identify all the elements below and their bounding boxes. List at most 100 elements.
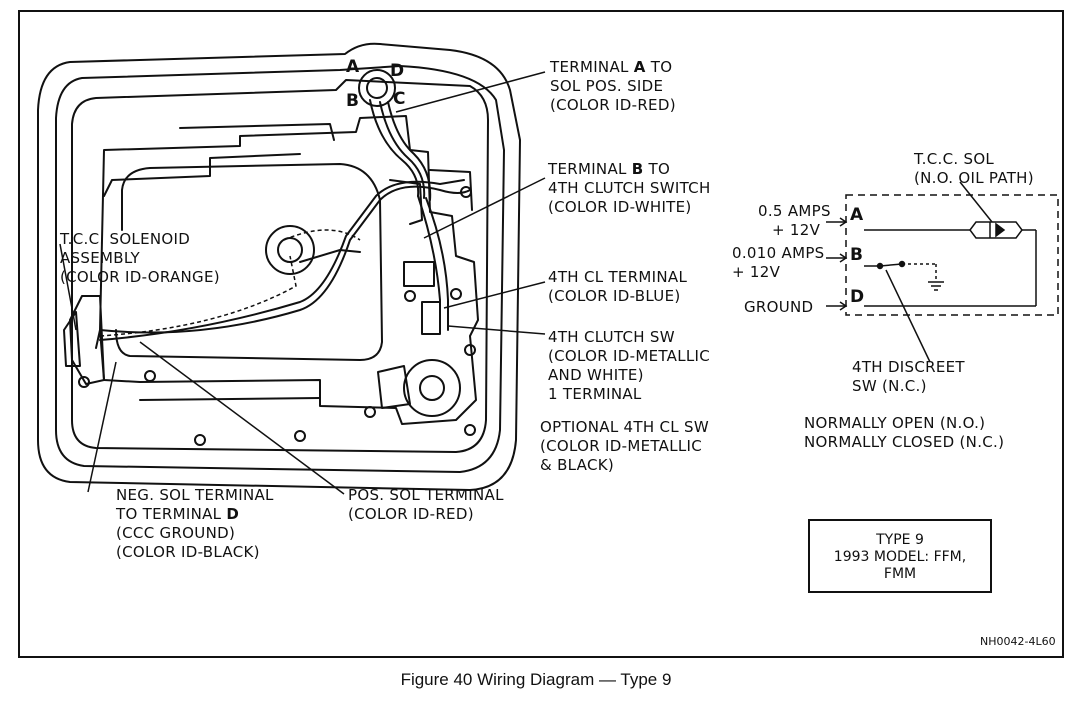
neg-sol-line1: NEG. SOL TERMINAL xyxy=(116,486,274,504)
discreet-line1: 4TH DISCREET xyxy=(852,358,965,376)
tcc-assembly-line1: T.C.C. SOLENOID xyxy=(60,230,191,248)
amps-a-label: 0.5 AMPS + 12V xyxy=(758,202,831,240)
harness-wire xyxy=(379,101,426,199)
ground-label: GROUND xyxy=(744,298,814,316)
harness-wire xyxy=(387,101,432,201)
tcc-assembly-label: T.C.C. SOLENOID ASSEMBLY (COLOR ID-ORANG… xyxy=(60,230,220,287)
cl-terminal-line2: (COLOR ID-BLUE) xyxy=(548,287,681,305)
terminal-a-letter: A xyxy=(633,58,646,76)
tcc-solenoid-body xyxy=(69,295,105,385)
pan-flange xyxy=(71,79,489,453)
dashed-wire xyxy=(99,255,297,337)
terminal-a-line1-post: TO xyxy=(645,58,673,76)
harness-wire-main xyxy=(95,185,471,349)
terminal-b-line1-pre: TERMINAL xyxy=(548,160,632,178)
type-line2: 1993 MODEL: FFM, xyxy=(833,549,967,565)
optional-line2: (COLOR ID-METALLIC xyxy=(540,437,703,455)
electrical-schematic xyxy=(826,181,1059,363)
leader-discreet xyxy=(885,269,931,363)
clutch-sw-label: 4TH CLUTCH SW (COLOR ID-METALLIC AND WHI… xyxy=(548,328,710,404)
volts-a: + 12V xyxy=(772,221,821,239)
clutch-sw-line1: 4TH CLUTCH SW xyxy=(548,328,675,346)
amps-a: 0.5 AMPS xyxy=(758,202,831,220)
leader-cl-terminal xyxy=(443,281,546,309)
valve-channel-3 xyxy=(299,249,361,263)
clutch-switch xyxy=(421,301,441,335)
servo-inner xyxy=(419,375,445,401)
harness-wire-right xyxy=(417,195,441,331)
valve-channel-7 xyxy=(429,169,473,211)
cl-terminal-label: 4TH CL TERMINAL (COLOR ID-BLUE) xyxy=(548,268,687,306)
servo xyxy=(403,359,461,417)
bolt xyxy=(294,430,306,442)
bolt xyxy=(404,290,416,302)
leader-pos-sol xyxy=(139,341,345,495)
tcc-sol-line2: (N.O. OIL PATH) xyxy=(914,169,1034,187)
diagram-frame xyxy=(18,10,1064,658)
valve-channel-6 xyxy=(179,123,335,141)
clutch-sw-line4: 1 TERMINAL xyxy=(548,385,642,403)
bolt xyxy=(194,434,206,446)
valve-channel-1 xyxy=(103,153,301,197)
figure-code: NH0042-4L60 xyxy=(980,635,1056,648)
tcc-solenoid-bracket xyxy=(63,311,81,367)
legend-line2: NORMALLY CLOSED (N.C.) xyxy=(804,433,1005,451)
harness-wire-main-2 xyxy=(99,179,465,341)
optional-line3: & BLACK) xyxy=(540,456,615,474)
clutch-sw-line2: (COLOR ID-METALLIC xyxy=(548,347,711,365)
bolt xyxy=(364,406,376,418)
leader-tcc-sol xyxy=(959,181,993,223)
accumulator-inner xyxy=(277,237,303,263)
pan-outline-inner xyxy=(55,65,505,473)
schematic-letter-a: A xyxy=(850,205,864,225)
harness-wire-right-2 xyxy=(425,197,449,331)
discreet-sw-label: 4TH DISCREET SW (N.C.) xyxy=(852,358,965,396)
volts-b: + 12V xyxy=(732,263,781,281)
terminal-b-label: TERMINAL B TO 4TH CLUTCH SWITCH (COLOR I… xyxy=(548,160,711,217)
servo-bracket xyxy=(377,365,411,409)
bolt xyxy=(450,288,462,300)
terminal-a-line1-pre: TERMINAL xyxy=(550,58,634,76)
neg-sol-line2-pre: TO TERMINAL xyxy=(116,505,227,523)
leader-terminal-b xyxy=(423,177,546,239)
pos-sol-label: POS. SOL TERMINAL (COLOR ID-RED) xyxy=(348,486,504,524)
bolt xyxy=(464,424,476,436)
type-line3: FMM xyxy=(883,566,917,582)
discreet-line2: SW (N.C.) xyxy=(852,377,927,395)
terminal-b-line1-post: TO xyxy=(643,160,671,178)
schematic-letter-d: D xyxy=(850,287,865,307)
tcc-assembly-line2: ASSEMBLY xyxy=(60,249,140,267)
terminal-b-line3: (COLOR ID-WHITE) xyxy=(548,198,692,216)
valve-body xyxy=(99,115,479,425)
neg-sol-letter: D xyxy=(226,505,240,523)
schematic-letter-b: B xyxy=(850,245,864,265)
no-nc-legend: NORMALLY OPEN (N.O.) NORMALLY CLOSED (N.… xyxy=(804,414,1004,452)
terminal-a-label: TERMINAL A TO SOL POS. SIDE (COLOR ID-RE… xyxy=(550,58,676,115)
connector-letter-b: B xyxy=(346,91,360,111)
tcc-sol-label: T.C.C. SOL (N.O. OIL PATH) xyxy=(914,150,1034,188)
figure-caption: Figure 40 Wiring Diagram — Type 9 xyxy=(400,670,672,689)
terminal-a-line3: (COLOR ID-RED) xyxy=(550,96,676,114)
pos-sol-line1: POS. SOL TERMINAL xyxy=(348,486,504,504)
terminal-a-line2: SOL POS. SIDE xyxy=(550,77,664,95)
valve-channel-5 xyxy=(139,397,321,401)
bolt xyxy=(144,370,156,382)
bolt xyxy=(464,344,476,356)
accumulator xyxy=(265,225,315,275)
ground-symbol xyxy=(928,281,944,291)
optional-sw-label: OPTIONAL 4TH CL SW (COLOR ID-METALLIC & … xyxy=(540,418,709,475)
dashed-wire xyxy=(283,229,361,241)
connector-letter-c: C xyxy=(393,89,406,109)
cl-terminal-line1: 4TH CL TERMINAL xyxy=(548,268,688,286)
leader-terminal-a xyxy=(395,71,546,113)
clutch-sw-line3: AND WHITE) xyxy=(548,366,644,384)
neg-sol-line4: (COLOR ID-BLACK) xyxy=(116,543,260,561)
leader-neg-sol xyxy=(87,361,117,493)
connector-letter-d: D xyxy=(390,61,405,81)
neg-sol-line3: (CCC GROUND) xyxy=(116,524,236,542)
terminal-b-line2: 4TH CLUTCH SWITCH xyxy=(548,179,711,197)
leader-tcc-assembly xyxy=(59,243,77,331)
bolt xyxy=(78,376,90,388)
pos-sol-line2: (COLOR ID-RED) xyxy=(348,505,474,523)
tcc-sol-line1: T.C.C. SOL xyxy=(914,150,995,168)
